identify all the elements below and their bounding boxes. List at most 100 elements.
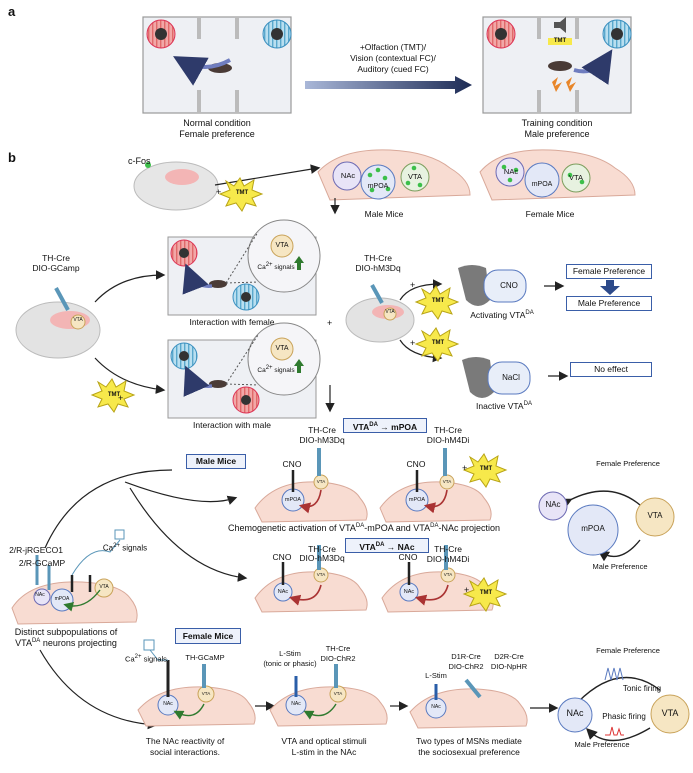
chemo-caption: Chemogenetic activation of VTADA-mPOA an… — [228, 523, 500, 533]
tmt-3: TMT — [431, 298, 445, 304]
dio-chr2-label: DIO-ChR2 — [320, 654, 356, 663]
hm3dq-line1: TH-Cre — [364, 253, 392, 263]
tonic-phasic-label: (tonic or phasic) — [263, 659, 317, 668]
panel-b-label: b — [8, 150, 16, 165]
gcamp-line2: DIO-GCamp — [32, 263, 80, 273]
brain-nac-hm4di — [381, 545, 508, 613]
tmt-burst-icon — [218, 177, 264, 212]
cno-label: CNO — [500, 281, 518, 290]
normal-caption-1: Normal condition — [183, 118, 251, 128]
b3-nac: NAc — [431, 704, 441, 710]
nac-caption-2: social interactions. — [150, 747, 220, 757]
distinct-1: Distinct subpopulations of — [14, 627, 118, 637]
plus-3: + — [327, 318, 333, 328]
plus-5: + — [410, 338, 416, 348]
cno-1: CNO — [282, 459, 302, 469]
th-cre-bottom: TH-Cre — [325, 644, 351, 653]
circuit-summary-2 — [557, 667, 690, 742]
training-caption-1: Training condition — [521, 118, 593, 128]
panel-a-training-arena — [482, 16, 632, 114]
brain-mpoa-hm4di — [379, 448, 508, 523]
circuit2-vta: VTA — [661, 708, 679, 718]
plus-6: + — [462, 463, 468, 473]
d2r-label: D2R-Cre — [494, 652, 524, 661]
vta-2: VTA — [442, 479, 452, 484]
vta-3: VTA — [316, 572, 326, 577]
plus-2: + — [118, 393, 124, 403]
training-caption-2: Male preference — [524, 129, 590, 139]
msn-caption-2: the sociosexual preference — [418, 747, 520, 757]
vta-caption-2: L-stim in the NAc — [291, 747, 357, 757]
lstim-label-2: L-Stim — [425, 671, 447, 680]
hm3dq-vta: VTA — [385, 309, 395, 315]
tonic-firing: Tonic firing — [622, 684, 662, 693]
ca-female: Ca2+ signals — [257, 262, 295, 272]
no-effect-box: No effect — [570, 362, 652, 377]
ca-signals-left: Ca2+ signals — [102, 543, 148, 553]
female-mice-box: Female Mice — [175, 628, 241, 644]
nac-hm3dq-2: DIO-hM3Dq — [299, 553, 345, 563]
male-mpoa: mPOA — [367, 183, 389, 190]
male-mice-label: Male Mice — [364, 209, 404, 219]
vta-nac-header: VTADA → NAc — [345, 538, 429, 553]
circuit2-female-pref: Female Preference — [596, 646, 660, 655]
female-vta: VTA — [568, 173, 584, 182]
panel-a-normal-arena — [142, 16, 292, 114]
female-mpoa: mPOA — [531, 181, 553, 188]
lstim-label: L-Stim — [279, 649, 301, 658]
arrow-text-3: Auditory (cued FC) — [357, 64, 429, 74]
cno-3: CNO — [272, 552, 292, 562]
dio-nphr-label: DIO-NpHR — [490, 662, 528, 671]
panel-a-label: a — [8, 4, 16, 19]
ca-male: Ca2+ signals — [257, 365, 295, 375]
nac-4: NAc — [403, 589, 415, 595]
b2-vta: VTA — [333, 691, 343, 696]
circuit2-nac: NAc — [566, 708, 584, 718]
male-preference-box: Male Preference — [566, 296, 652, 311]
mpoa-hm4di-2: DIO-hM4Di — [426, 435, 470, 445]
left-mpoa: mPOA — [54, 596, 70, 602]
cfos-label: c-Fos — [128, 156, 151, 166]
tmt-5: TMT — [479, 466, 493, 472]
tmt-6: TMT — [479, 590, 493, 596]
vta-mpoa-header: VTADA → mPOA — [343, 418, 427, 433]
male-mice-box: Male Mice — [186, 454, 246, 469]
b1-vta: VTA — [201, 691, 211, 696]
activating-vta: Activating VTADA — [470, 309, 534, 320]
tmt-1: TMT — [235, 190, 249, 196]
dio-chr2-label-2: DIO-ChR2 — [448, 662, 484, 671]
female-mice-label: Female Mice — [525, 209, 575, 219]
left-vta: VTA — [99, 584, 109, 590]
plus-1: + — [216, 187, 222, 197]
msn-caption-1: Two types of MSNs mediate — [416, 736, 522, 746]
circuit1-nac: NAc — [545, 500, 561, 509]
phasic-firing: Phasic firing — [602, 712, 646, 721]
circuit-summary-1 — [538, 490, 675, 562]
interaction-male: Interaction with male — [193, 420, 271, 430]
nac-hm4di-2: DIO-hM4Di — [426, 554, 470, 564]
male-nac: NAc — [340, 171, 356, 180]
rgcamp-label: 2/R-GCaMP — [18, 558, 66, 568]
female-nac: NAc — [503, 167, 519, 176]
left-nac: NAc — [35, 592, 45, 598]
distinct-2: VTADA neurons projecting — [15, 638, 117, 648]
mpoa-2: mPOA — [408, 497, 426, 503]
plus-4: + — [410, 280, 416, 290]
brain-bottom-2 — [269, 664, 388, 727]
tmt-2: TMT — [107, 392, 121, 398]
mpoa-1: mPOA — [284, 497, 302, 503]
nac-hm3dq-1: TH-Cre — [308, 544, 336, 554]
d1r-label: D1R-Cre — [451, 652, 481, 661]
brain-bottom-1 — [137, 639, 256, 727]
circuit1-female-pref: Female Preference — [596, 459, 660, 468]
mpoa-hm3dq-2: DIO-hM3Dq — [299, 435, 345, 445]
normal-caption-2: Female preference — [179, 129, 255, 139]
tmt-label-a: TMT — [548, 38, 572, 45]
plus-7: + — [464, 585, 470, 595]
ca-signals-bottom: Ca2+ signals — [125, 654, 167, 664]
tmt-4: TMT — [431, 340, 445, 346]
brain-mpoa-hm3dq — [254, 448, 368, 523]
rgeco-label: 2/R-jRGECO1 — [9, 545, 63, 555]
mpoa-hm4di-1: TH-Cre — [434, 425, 462, 435]
